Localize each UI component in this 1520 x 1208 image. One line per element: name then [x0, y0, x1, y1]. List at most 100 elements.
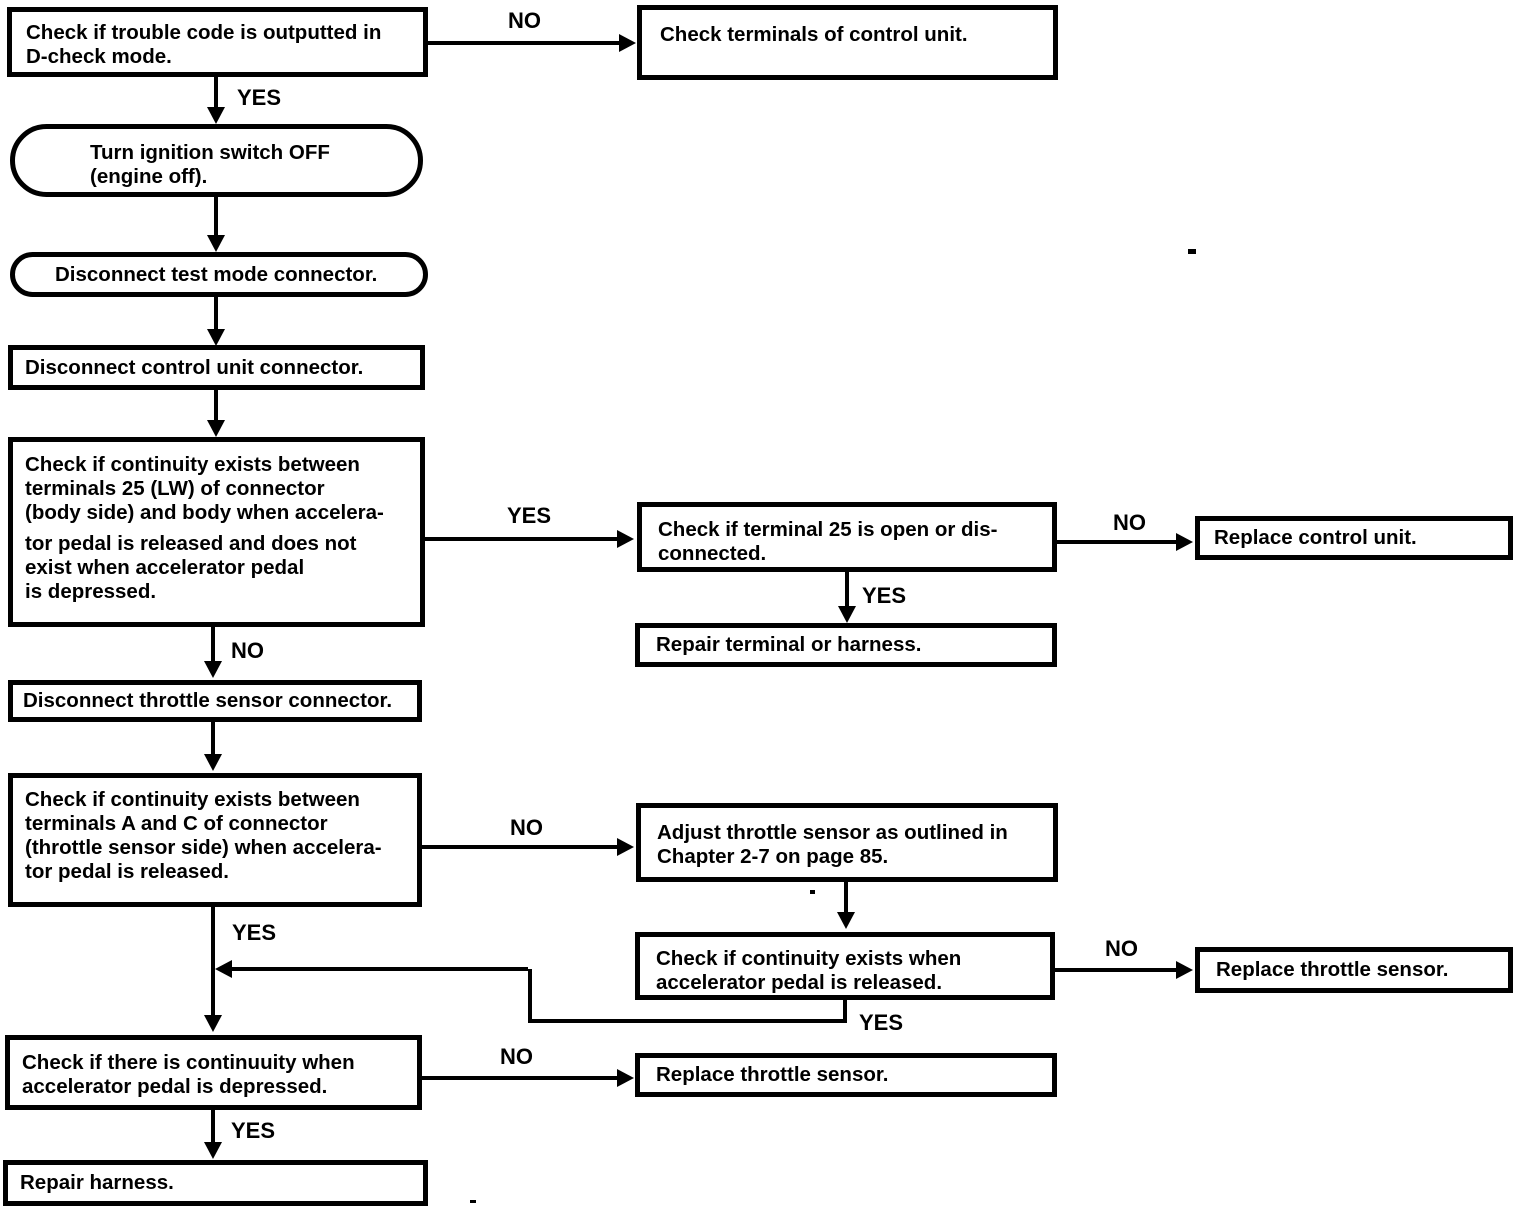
node-text-line: Repair harness.: [20, 1171, 174, 1194]
edge-line: [214, 390, 218, 421]
arrowhead: [204, 1142, 222, 1159]
node-text-line: Adjust throttle sensor as outlined in: [657, 821, 1008, 844]
arrowhead: [837, 912, 855, 929]
edge-label-no: NO: [510, 815, 543, 840]
node-text-line: Check terminals of control unit.: [660, 23, 968, 46]
arrowhead: [204, 661, 222, 678]
node-disconnect-test-mode-connector: Disconnect test mode connector.: [10, 252, 428, 297]
edge-label-yes: YES: [232, 920, 277, 945]
node-text-line: Check if continuity exists between: [25, 453, 360, 476]
arrowhead: [617, 838, 634, 856]
arrowhead: [207, 329, 225, 346]
node-text-line: exist when accelerator pedal: [25, 556, 305, 579]
edge-line: [211, 1110, 215, 1144]
node-text-line: accelerator pedal is depressed.: [22, 1075, 328, 1098]
scan-speck: [1188, 249, 1196, 254]
node-check-continuity-pedal-released: Check if continuity exists when accelera…: [635, 932, 1055, 1000]
node-text-line: Repair terminal or harness.: [656, 633, 922, 656]
edge-label-no: NO: [231, 638, 264, 663]
edge-label-no: NO: [1113, 510, 1146, 535]
node-replace-control-unit: Replace control unit.: [1195, 516, 1513, 560]
arrowhead: [617, 1069, 634, 1087]
node-text-line: Check if continuity exists when: [656, 947, 962, 970]
node-repair-harness: Repair harness.: [3, 1160, 428, 1206]
node-text-line: tor pedal is released.: [25, 860, 229, 883]
node-disconnect-throttle-sensor-connector: Disconnect throttle sensor connector.: [8, 680, 422, 722]
node-text-line: Replace throttle sensor.: [656, 1063, 889, 1086]
node-replace-throttle-sensor-upper: Replace throttle sensor.: [1195, 947, 1513, 993]
edge-line: [211, 627, 215, 662]
edge-label-yes: YES: [231, 1118, 276, 1143]
node-text-line: accelerator pedal is released.: [656, 971, 943, 994]
node-text-line: D-check mode.: [26, 45, 172, 68]
node-text-line: Disconnect test mode connector.: [55, 262, 378, 286]
node-replace-throttle-sensor-lower: Replace throttle sensor.: [635, 1053, 1057, 1097]
edge-line: [1055, 968, 1177, 972]
node-text-line: Turn ignition switch OFF: [90, 141, 330, 164]
arrowhead: [207, 420, 225, 437]
scan-speck: [810, 890, 815, 894]
edge-label-yes: YES: [862, 583, 907, 608]
node-check-continuity-terminal-25: Check if continuity exists between termi…: [8, 437, 425, 627]
arrowhead: [204, 754, 222, 771]
edge-label-yes: YES: [237, 85, 282, 110]
arrowhead: [1176, 533, 1193, 551]
node-check-continuity-pedal-depressed: Check if there is continuuity when accel…: [5, 1035, 422, 1110]
node-repair-terminal-or-harness: Repair terminal or harness.: [635, 623, 1057, 667]
arrowhead: [1176, 961, 1193, 979]
edge-line: [528, 1019, 847, 1023]
edge-line: [214, 77, 218, 109]
edge-line: [1057, 540, 1177, 544]
node-text-line: Check if terminal 25 is open or dis-: [658, 518, 998, 541]
node-text-line: is depressed.: [25, 580, 157, 603]
arrowhead: [207, 107, 225, 124]
node-turn-ignition-off: Turn ignition switch OFF (engine off).: [10, 124, 423, 197]
node-check-continuity-terminals-a-c: Check if continuity exists between termi…: [8, 773, 422, 907]
edge-line: [845, 572, 849, 608]
node-text-line: (engine off).: [90, 165, 208, 188]
edge-line: [211, 722, 215, 756]
edge-label-no: NO: [508, 8, 541, 33]
node-text-line: (body side) and body when accelera-: [25, 501, 384, 524]
arrowhead: [619, 34, 636, 52]
node-adjust-throttle-sensor: Adjust throttle sensor as outlined in Ch…: [636, 803, 1058, 882]
edge-line: [528, 969, 532, 1023]
node-text-line: terminals 25 (LW) of connector: [25, 477, 325, 500]
node-text-line: Replace throttle sensor.: [1216, 958, 1449, 981]
edge-line: [425, 537, 618, 541]
node-text-line: Check if trouble code is outputted in: [26, 21, 382, 44]
arrowhead: [838, 606, 856, 623]
edge-line: [844, 882, 848, 914]
node-text-line: Check if continuity exists between: [25, 788, 360, 811]
edge-line: [422, 845, 618, 849]
edge-label-yes: YES: [859, 1010, 904, 1035]
node-check-terminal-25-open: Check if terminal 25 is open or dis- con…: [637, 502, 1057, 572]
arrowhead: [215, 960, 232, 978]
edge-label-yes: YES: [507, 503, 552, 528]
node-text-line: terminals A and C of connector: [25, 812, 328, 835]
node-text-line: Disconnect control unit connector.: [25, 355, 364, 379]
edge-line: [214, 297, 218, 331]
edge-label-no: NO: [500, 1044, 533, 1069]
node-text-line: connected.: [658, 542, 767, 565]
edge-line: [231, 967, 528, 971]
node-text-line: Chapter 2-7 on page 85.: [657, 845, 889, 868]
edge-line: [211, 907, 215, 1017]
edge-label-no: NO: [1105, 936, 1138, 961]
node-text-line: (throttle sensor side) when accelera-: [25, 836, 382, 859]
edge-line: [214, 197, 218, 237]
arrowhead: [207, 235, 225, 252]
node-text-line: Disconnect throttle sensor connector.: [23, 689, 393, 712]
arrowhead: [617, 530, 634, 548]
arrowhead: [204, 1015, 222, 1032]
node-check-terminals-of-control-unit: Check terminals of control unit.: [637, 5, 1058, 80]
edge-line: [843, 1000, 847, 1023]
node-disconnect-control-unit-connector: Disconnect control unit connector.: [8, 345, 425, 390]
edge-line: [422, 1076, 618, 1080]
node-text-line: Replace control unit.: [1214, 526, 1417, 549]
node-text-line: tor pedal is released and does not: [25, 532, 357, 555]
scan-speck: [470, 1200, 476, 1203]
node-check-trouble-code: Check if trouble code is outputted in D-…: [7, 7, 428, 77]
edge-line: [428, 41, 620, 45]
